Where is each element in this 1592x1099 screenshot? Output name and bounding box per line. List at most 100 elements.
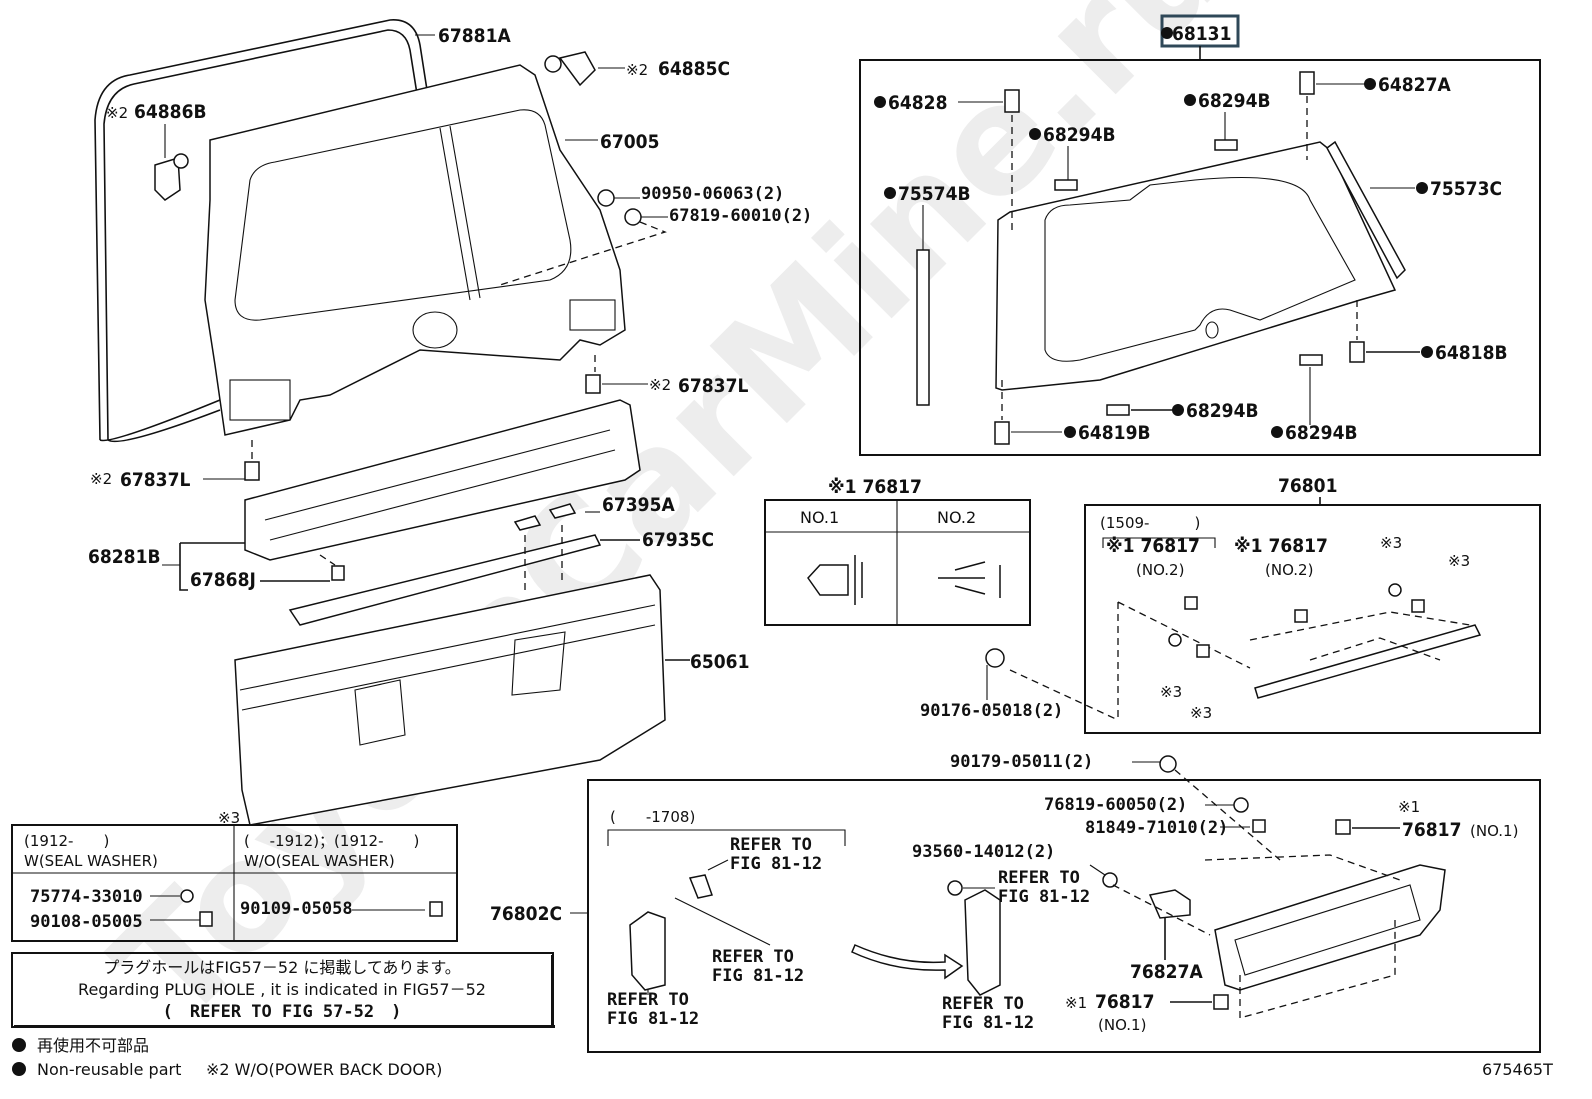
clip-no1-icon [807, 555, 863, 605]
lower-panel-65061[interactable] [234, 574, 666, 826]
label-76817-right[interactable]: 76817 [1402, 819, 1461, 841]
label-64818B[interactable]: 64818B [1435, 342, 1508, 364]
garnish-67935C[interactable] [288, 534, 602, 626]
plug-90950[interactable] [597, 189, 615, 207]
clip-76817-no1-bottom[interactable] [1213, 994, 1229, 1010]
label-67819-60010[interactable]: 67819-60010(2) [669, 206, 812, 226]
weatherstrip-67881A[interactable] [94, 19, 456, 441]
label-76827A[interactable]: 76827A [1130, 961, 1203, 983]
label-75574B[interactable]: 75574B [898, 183, 971, 205]
molding-75573C[interactable] [1326, 140, 1406, 280]
label-68281B[interactable]: 68281B [88, 546, 161, 568]
washer-col1-part-1[interactable]: 75774-33010 [30, 887, 143, 907]
spacer-68294B-d[interactable] [1299, 354, 1323, 366]
label-90179-05011[interactable]: 90179-05011(2) [950, 752, 1093, 772]
refer-4-a[interactable]: REFER TO [998, 868, 1080, 888]
label-65061[interactable]: 65061 [690, 651, 749, 673]
label-67005[interactable]: 67005 [600, 131, 659, 153]
molding-75574B[interactable] [916, 249, 930, 406]
label-81849-71010[interactable]: 81849-71010(2) [1085, 818, 1228, 838]
label-64886B[interactable]: 64886B [134, 101, 207, 123]
nut-90179[interactable] [1159, 755, 1177, 773]
label-68294B-a[interactable]: 68294B [1043, 124, 1116, 146]
bracket-76827A[interactable] [1148, 889, 1191, 919]
label-90176-05018[interactable]: 90176-05018(2) [920, 701, 1063, 721]
clip-67837L-left[interactable] [244, 461, 260, 481]
lamp-old[interactable] [629, 911, 666, 991]
box-76802C [587, 779, 1541, 1053]
label-68294B-d[interactable]: 68294B [1285, 422, 1358, 444]
refer-3-a[interactable]: REFER TO [607, 990, 689, 1010]
trim-68281B[interactable] [244, 399, 641, 561]
clip-76817-no1-right[interactable] [1335, 819, 1351, 835]
tape-67395A[interactable] [513, 503, 577, 531]
socket-old[interactable] [688, 874, 713, 899]
spacer-68294B-c[interactable] [1106, 404, 1130, 416]
label-67881A[interactable]: 67881A [438, 25, 511, 47]
label-64885C[interactable]: 64885C [658, 58, 730, 80]
hinge-64885C[interactable] [544, 51, 596, 87]
refer-4-b[interactable]: FIG 81-12 [998, 887, 1090, 907]
refer-2-b[interactable]: FIG 81-12 [712, 966, 804, 986]
leader-90176-dash [1009, 669, 1119, 721]
washer-note3-a[interactable] [1388, 583, 1402, 597]
leader-67819 [499, 221, 667, 286]
garnish-76801[interactable] [1254, 624, 1482, 699]
label-75573C[interactable]: 75573C [1430, 178, 1502, 200]
label-67837L-left[interactable]: 67837L [120, 469, 190, 491]
clip-76817-no2-a[interactable] [1184, 596, 1198, 610]
label-76817-bottom[interactable]: 76817 [1095, 991, 1154, 1013]
spacer-68294B-a[interactable] [1054, 179, 1078, 191]
box-76801-item2[interactable]: ※1 76817 [1234, 535, 1328, 557]
clip-64828[interactable] [1004, 89, 1020, 113]
label-76819-60050[interactable]: 76819-60050(2) [1044, 795, 1187, 815]
label-67395A[interactable]: 67395A [602, 494, 675, 516]
back-glass-68131[interactable] [995, 141, 1397, 391]
refer-3-b[interactable]: FIG 81-12 [607, 1009, 699, 1029]
lamp-new[interactable] [964, 889, 1001, 996]
screw-note3-a[interactable] [1411, 599, 1425, 613]
screw-93560[interactable] [1102, 872, 1118, 888]
label-68131[interactable]: 68131 [1172, 23, 1231, 45]
label-67868J[interactable]: 67868J [190, 569, 256, 591]
label-76801[interactable]: 76801 [1278, 475, 1337, 497]
clip-64818B[interactable] [1349, 341, 1365, 363]
back-door-panel-67005[interactable] [204, 64, 626, 436]
label-93560-14012[interactable]: 93560-14012(2) [912, 842, 1055, 862]
clip-67868J[interactable] [331, 565, 345, 581]
clip-67837L-right[interactable] [585, 374, 601, 394]
label-76802C[interactable]: 76802C [490, 903, 562, 925]
hinge-64886B[interactable] [154, 153, 189, 201]
refer-2-a[interactable]: REFER TO [712, 947, 794, 967]
refer-5-b[interactable]: FIG 81-12 [942, 1013, 1034, 1033]
clip-64819B[interactable] [994, 421, 1010, 445]
clip-76817-no2-b[interactable] [1294, 609, 1308, 623]
label-68294B-c[interactable]: 68294B [1186, 400, 1259, 422]
refer-5-a[interactable]: REFER TO [942, 994, 1024, 1014]
note-line-ref[interactable]: ( REFER TO FIG 57-52 ) [163, 1002, 402, 1022]
box-76801-item1[interactable]: ※1 76817 [1106, 535, 1200, 557]
washer-col1-part-2[interactable]: 90108-05005 [30, 912, 143, 932]
label-64827A[interactable]: 64827A [1378, 74, 1451, 96]
washer-col2-part-1[interactable]: 90109-05058 [240, 899, 353, 919]
screw-note3-b[interactable] [1196, 644, 1210, 658]
washer-76819[interactable] [1233, 797, 1249, 813]
cushion-67819[interactable] [624, 208, 642, 226]
label-90950-06063[interactable]: 90950-06063(2) [641, 184, 784, 204]
screw-new-lamp[interactable] [947, 880, 963, 896]
label-67837L-right[interactable]: 67837L [678, 375, 748, 397]
clip-64827A[interactable] [1299, 71, 1315, 95]
label-64819B[interactable]: 64819B [1078, 422, 1151, 444]
label-64828[interactable]: 64828 [888, 92, 947, 114]
refer-1-a[interactable]: REFER TO [730, 835, 812, 855]
license-lamp-housing-76802C[interactable] [1214, 864, 1446, 991]
spacer-68294B-b[interactable] [1214, 139, 1238, 151]
screw-90176-05018[interactable] [985, 648, 1005, 668]
label-67935C[interactable]: 67935C [642, 529, 714, 551]
label-68294B-b[interactable]: 68294B [1198, 90, 1271, 112]
washer-note3-b[interactable] [1168, 633, 1182, 647]
refer-1-b[interactable]: FIG 81-12 [730, 854, 822, 874]
figure-id: 675465T [1482, 1060, 1553, 1079]
nut-81849[interactable] [1252, 819, 1266, 833]
